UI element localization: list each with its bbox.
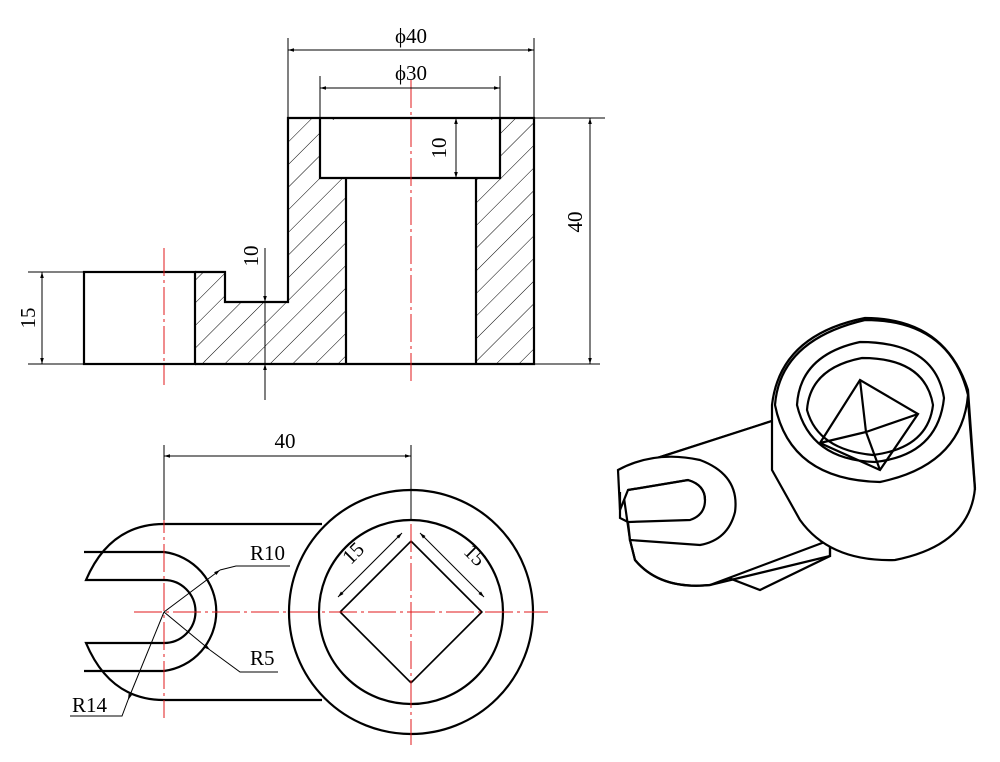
dim-arm-height: 15 — [16, 308, 40, 329]
dim-step-height: 10 — [239, 246, 263, 267]
dim-inner-diameter: ϕ30 — [395, 61, 427, 85]
dim-counterbore-depth: 10 — [427, 138, 451, 159]
dim-boss-height: 40 — [563, 212, 587, 233]
dim-square-side-a: 15 — [337, 537, 369, 569]
dim-radius-arm-end: R14 — [72, 693, 108, 717]
front-section-view: ϕ40 ϕ30 10 40 10 15 — [16, 24, 605, 400]
dim-square-side-b: 15 — [459, 539, 491, 571]
dim-outer-diameter: ϕ40 — [395, 24, 427, 48]
isometric-view — [616, 316, 977, 592]
arm-section — [82, 270, 197, 366]
dim-radius-slot-outer: R10 — [250, 541, 285, 565]
dim-radius-slot-inner: R5 — [250, 646, 275, 670]
top-view: 40 15 15 R10 R5 R14 — [70, 429, 548, 745]
dim-center-distance: 40 — [275, 429, 296, 453]
